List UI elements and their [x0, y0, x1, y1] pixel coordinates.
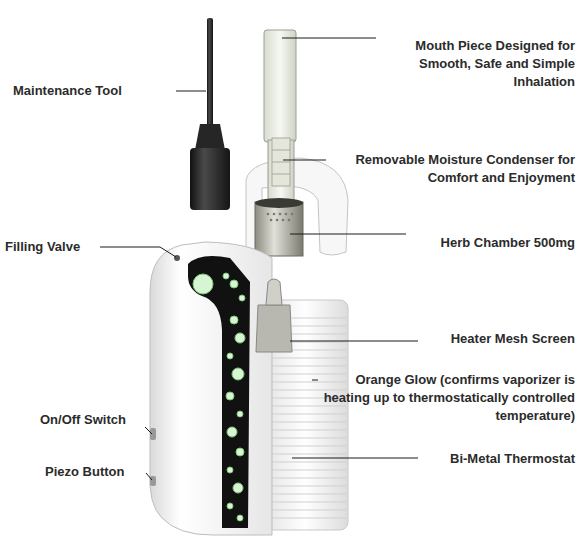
vaporizer-body — [150, 242, 348, 535]
herb-chamber — [255, 198, 303, 256]
heater-screen — [256, 305, 292, 352]
cap-shell — [246, 158, 348, 255]
part-label: Removable Moisture Condenser for Comfort… — [330, 151, 575, 187]
part-label: Bi-Metal Thermostat — [420, 450, 575, 468]
part-label: Orange Glow (confirms vaporizer is heati… — [320, 371, 575, 425]
part-label: Mouth Piece Designed for Smooth, Safe an… — [379, 37, 575, 91]
part-label: On/Off Switch — [40, 411, 145, 429]
mouthpiece — [264, 30, 296, 200]
part-label: Piezo Button — [45, 463, 145, 481]
part-label: Herb Chamber 500mg — [410, 234, 575, 252]
part-label: Filling Valve — [5, 238, 100, 256]
part-label: Heater Mesh Screen — [420, 330, 575, 348]
maintenance-tool — [190, 18, 230, 210]
leader-lines — [100, 38, 418, 480]
part-label: Maintenance Tool — [13, 82, 173, 100]
